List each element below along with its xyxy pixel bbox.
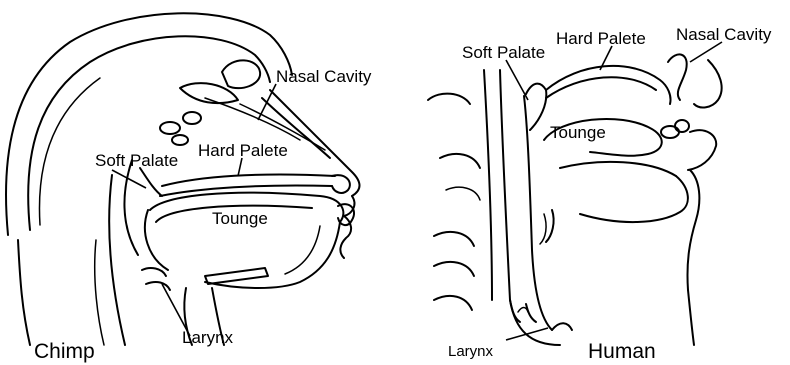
human-tongue-label: Tounge <box>550 123 606 142</box>
chimp-larynx-label: Larynx <box>182 328 234 347</box>
human-larynx-label: Larynx <box>448 343 494 360</box>
human-caption: Human <box>588 340 656 363</box>
chimp-soft-palate-label: Soft Palate <box>95 151 178 170</box>
leader-chimp-nasal-cavity <box>258 84 276 120</box>
chimp-hard-palate-label: Hard Palete <box>198 141 288 160</box>
human-hard-palate-label: Hard Palete <box>556 29 646 48</box>
chimp-anatomy-drawing <box>6 13 360 345</box>
human-nasal-cavity-label: Nasal Cavity <box>676 25 772 44</box>
chimp-caption: Chimp <box>34 340 95 363</box>
human-soft-palate-label: Soft Palate <box>462 43 545 62</box>
human-leader-lines <box>506 42 722 340</box>
chimp-tongue-label: Tounge <box>212 209 268 228</box>
chimp-nasal-cavity-label: Nasal Cavity <box>276 67 372 86</box>
leader-chimp-hard-palate <box>238 158 242 176</box>
leader-human-nasal-cavity <box>690 42 722 62</box>
human-anatomy-drawing <box>428 54 722 345</box>
leader-human-soft-palate <box>506 60 528 100</box>
leader-human-larynx <box>506 328 548 340</box>
